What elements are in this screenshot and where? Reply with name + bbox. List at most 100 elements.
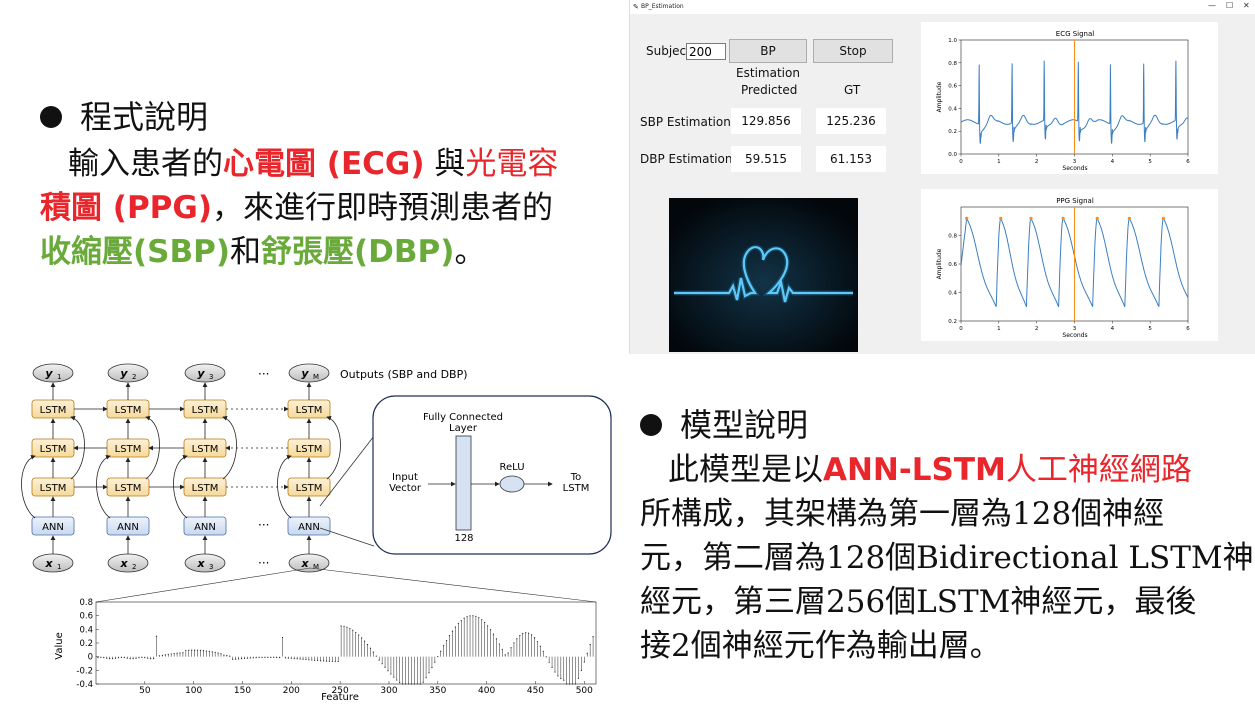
feature-bar-tip [580,669,582,672]
lstm-cell-label: LSTM [40,405,67,416]
program-title: 程式說明 [80,98,209,136]
feature-bar-tip [536,640,539,643]
stop-button[interactable]: Stop [813,39,893,63]
text: 經元，第三層256個LSTM神經元，最後 [640,584,1197,620]
feature-bar-tip [384,666,386,668]
feature-bar-tip [196,649,199,651]
feature-bar-tip [416,683,418,685]
feature-bar-tip [109,658,111,660]
model-body: 此模型是以ANN-LSTM人工神經網路 所構成，其架構為第一層為128個神經 元… [640,448,1254,668]
feature-bar-tip [252,657,254,659]
feature-bar-tip [574,683,577,685]
input-node-subscript: M [313,563,319,571]
x-tick-label: 0 [959,326,963,332]
feature-bar-tip [273,656,275,659]
output-node [107,363,149,383]
feature-bar-tip [504,654,506,656]
y-tick-label: 0.4 [79,625,93,635]
lstm-cell-label: LSTM [192,483,219,494]
feature-bar-tip [220,653,222,655]
bullet-icon [40,105,62,128]
feature-bar-tip [229,655,231,657]
feature-bar-tip [419,683,421,685]
program-body: 輸入患者的心電圖 (ECG) 與光電容 積圖 (PPG)，來進行即時預測患者的 … [40,142,620,274]
ppg-peak-markers [965,216,1166,220]
feature-bar-tip [592,636,594,638]
feature-bar-tip [112,658,114,660]
input-node [107,553,149,573]
bp-estimation-window: ✎ BP_Estimation — ☐ ✕ Subject: BP Estima… [629,0,1255,354]
input-label-1: Input [392,472,418,483]
x-tick-label: 3 [1073,159,1077,165]
feature-bar-tip [475,615,477,617]
y-tick-label: 0.4 [948,291,957,297]
ann-cell-label: ANN [117,522,139,533]
program-title-row: 程式說明 [40,92,620,138]
feature-bar-tip [448,635,451,637]
maximize-icon[interactable]: ☐ [1226,1,1234,10]
to-label-1: To [570,472,582,483]
feature-bar-tip [413,683,415,685]
y-tick-label: -0.2 [76,666,93,676]
feature-bar-tip [510,647,512,649]
gt-header: GT [844,83,861,97]
x-tick-label: 150 [234,686,251,696]
feature-bar-tip [551,666,553,669]
feature-bar-tip [487,625,489,627]
dbp-gt-value: 61.153 [816,146,886,172]
model-title-row: 模型說明 [640,400,1250,446]
y-tick-label: 0.8 [948,61,957,67]
feature-bar-tip [396,679,398,681]
input-node-subscript: 3 [209,563,213,571]
minimize-icon[interactable]: — [1208,1,1216,10]
program-section: 程式說明 輸入患者的心電圖 (ECG) 與光電容 積圖 (PPG)，來進行即時預… [40,92,620,274]
feature-bar-tip [185,649,187,652]
feature-bar-tip [443,645,445,647]
bp-estimation-button[interactable]: BP Estimation [729,39,807,80]
y-tick-label: 0.0 [948,152,957,158]
output-node-label: y [197,367,205,380]
y-tick-label: 0.6 [948,84,957,90]
y-tick-label: 0.6 [948,262,957,268]
output-node-label: y [45,367,53,380]
lstm-cell-label: LSTM [296,444,323,455]
fc-title-2: Layer [449,423,478,434]
feature-bar-tip [211,651,213,653]
feature-bar-tip [290,657,292,659]
x-tick-label: 300 [380,686,397,696]
feature-bar-tip [530,634,533,636]
text: 接2個神經元作為輸出層。 [640,628,1001,664]
output-node [184,363,226,383]
close-icon[interactable]: ✕ [1243,1,1250,10]
feature-bar-tip [223,654,225,656]
model-section: 模型說明 此模型是以ANN-LSTM人工神經網路 所構成，其架構為第一層為128… [640,400,1254,668]
feature-bar-tip [179,652,181,654]
feature-bar-tip [577,677,580,679]
feature-bar-tip [363,640,366,642]
ppg-peak-point [1029,216,1033,220]
x-tick-label: 4 [1111,159,1115,165]
fc-title-1: Fully Connected [423,412,503,423]
feature-bar-tip [390,673,392,675]
heartbeat-image [669,198,858,352]
feature-bar-tip [278,656,281,659]
feature-bar-tip [191,649,193,651]
feature-bar-tip [270,656,272,658]
x-tick-label: 6 [1186,159,1190,165]
fc-units: 128 [454,533,473,544]
subject-input[interactable] [686,43,726,60]
feature-bar-tip [349,627,351,630]
feature-bar-tip [132,658,134,660]
ann-lstm-highlight: ANN-LSTM [823,452,1006,488]
y-tick-label: 1.0 [948,38,957,44]
input-node-label: x [300,557,309,570]
x-tick-label: 1 [997,159,1001,165]
subject-label: Subject: [646,44,695,58]
x-tick-label: 0 [959,159,963,165]
feature-bar-tip [334,660,336,663]
x-tick-label: 6 [1186,326,1190,332]
